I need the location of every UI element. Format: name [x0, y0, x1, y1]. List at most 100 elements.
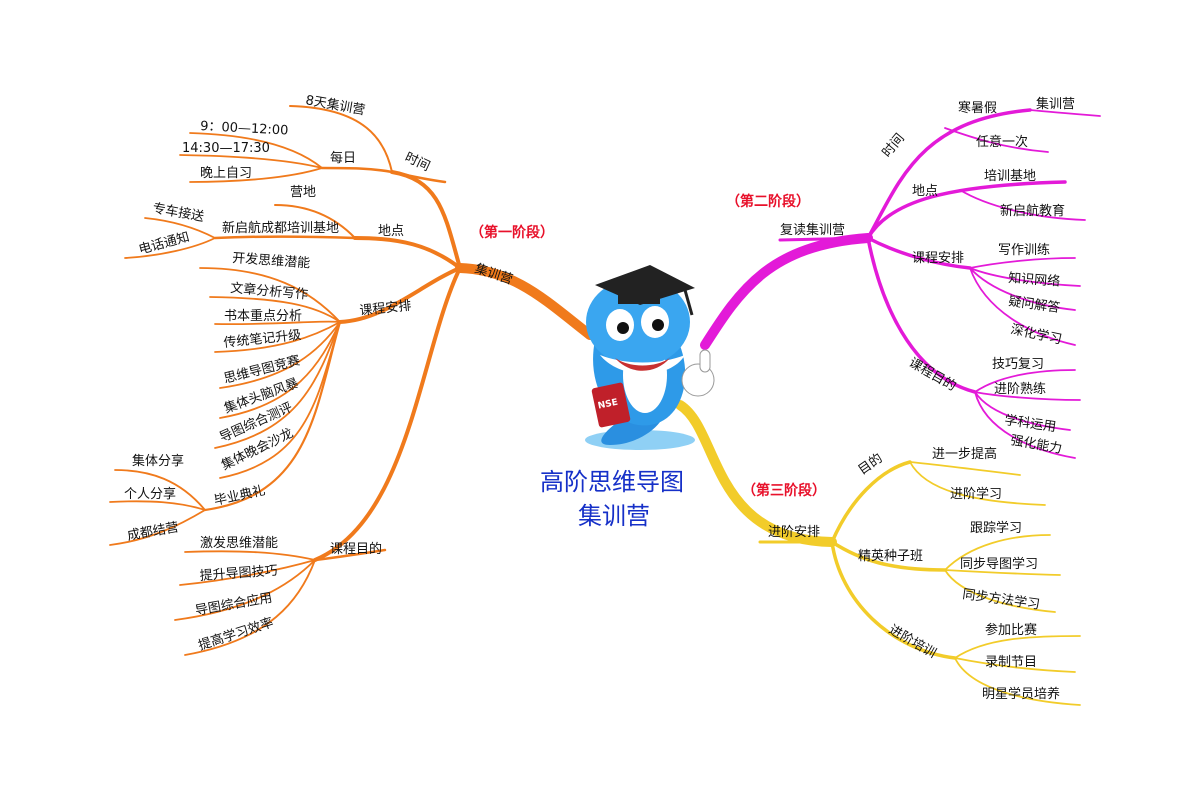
- b1-goal-2: 导图综合应用: [194, 590, 274, 619]
- twig2-d4: [969, 267, 1076, 346]
- branch-course: [338, 266, 462, 324]
- twig3-e: [944, 569, 1056, 613]
- underline-goal: [313, 548, 387, 562]
- b2-time-label: 时间: [880, 131, 908, 161]
- b2-goal-2: 学科运用: [1003, 412, 1057, 435]
- twig3-d: [944, 569, 1061, 576]
- b2-time-a: 寒暑假: [958, 100, 997, 116]
- twig3-b: [909, 461, 1046, 506]
- twig2-d2: [969, 267, 1081, 287]
- b2-course-0: 写作训练: [998, 243, 1050, 258]
- leaf-t1: [189, 132, 323, 169]
- dolphin-head: [586, 278, 690, 366]
- main-branch-stage3: [675, 400, 837, 547]
- b2-time-a2: 集训营: [1036, 96, 1075, 112]
- stage3-label: （第三阶段）: [742, 482, 826, 499]
- b1-goal-1: 提升导图技巧: [199, 563, 278, 584]
- stage1-label: （第一阶段）: [470, 224, 554, 241]
- b1-goal-3: 提高学习效率: [196, 614, 275, 653]
- leaf-pickup: [144, 217, 216, 239]
- b2-place-a: 培训基地: [984, 168, 1036, 184]
- b3-goal-0: 进一步提高: [932, 446, 997, 462]
- magenta-branches: [700, 108, 1101, 459]
- cap-tassel: [683, 289, 694, 316]
- b1-course-8: 毕业典礼: [213, 482, 267, 508]
- dolphin-pupil-left: [617, 322, 629, 334]
- twig3-a: [909, 461, 1021, 476]
- twig-c4: [214, 321, 341, 353]
- branch-time: [390, 170, 462, 270]
- b1-camp: 营地: [290, 185, 316, 200]
- stage2-label: （第二阶段）: [726, 193, 810, 210]
- twig3-f: [954, 635, 1081, 659]
- leaf-g3: [109, 509, 206, 546]
- twig-c5: [219, 321, 341, 389]
- dolphin-mouth: [615, 358, 670, 371]
- thumb: [699, 349, 711, 373]
- main-branch-stage2: [700, 233, 873, 350]
- twig-o2: [179, 559, 316, 586]
- b1-daily: 每日: [330, 150, 356, 166]
- twig2-e3: [974, 391, 1071, 431]
- yellow-branches: [675, 400, 1081, 706]
- dolphin-pupil-right: [652, 319, 664, 331]
- twig2-d1: [969, 257, 1076, 269]
- twig3-h: [954, 657, 1081, 706]
- b3-elite-label: 精英种子班: [858, 549, 923, 564]
- b1-grad-0: 集体分享: [132, 453, 184, 469]
- branch3-elite: [830, 540, 947, 572]
- b2-course-1: 知识网络: [1008, 270, 1061, 290]
- branch-place: [353, 236, 462, 270]
- twig-camp: [274, 204, 356, 239]
- b2-goal-1: 进阶熟练: [994, 381, 1046, 397]
- b1-base: 新启航成都培训基地: [222, 220, 339, 236]
- book-badge-text: NSE: [597, 398, 619, 412]
- twig-c6: [219, 321, 341, 419]
- b2-goal-0: 技巧复习: [992, 357, 1044, 372]
- underline-time: [390, 170, 447, 184]
- b2-place-b: 新启航教育: [1000, 203, 1065, 219]
- b2-goal-label: 课程目的: [906, 355, 959, 395]
- cap-base: [618, 290, 660, 304]
- orange-branches: [109, 105, 595, 656]
- branch2-time: [866, 108, 1032, 240]
- b1-t3: 晚上自习: [200, 166, 252, 181]
- twig2-d3: [969, 267, 1076, 311]
- dolphin-tail: [601, 420, 660, 445]
- branch-goal: [313, 266, 462, 562]
- b1-course-0: 开发思维潜能: [232, 250, 311, 271]
- b2-course-label: 课程安排: [912, 251, 964, 266]
- b3-train-0: 参加比赛: [985, 622, 1037, 638]
- b1-goal-0: 激发思维潜能: [200, 535, 278, 551]
- b1-time-label: 时间: [402, 150, 432, 175]
- b1-days: 8天集训营: [304, 92, 366, 118]
- leaf-t2: [179, 154, 323, 169]
- leaf-g2: [109, 500, 206, 511]
- b1-place-label: 地点: [378, 224, 404, 239]
- twig-o3: [174, 559, 316, 621]
- b3-elite-0: 跟踪学习: [970, 520, 1022, 536]
- b1-course-label: 课程安排: [359, 299, 412, 319]
- b1-grad-2: 成都结营: [126, 520, 180, 544]
- b2-main-label: 复读集训营: [780, 222, 845, 238]
- twig-days: [289, 105, 393, 173]
- b3-elite-2: 同步方法学习: [961, 586, 1040, 613]
- twig2-b: [944, 127, 1049, 153]
- b3-train-label: 进阶培训: [886, 622, 939, 662]
- central-topic: 高阶思维导图 集训营: [540, 468, 684, 530]
- stage3-labels: 进阶安排 目的 进一步提高 进阶学习 精英种子班 跟踪学习 同步导图学习 同步方…: [768, 446, 1060, 702]
- b1-course-2: 书本重点分析: [224, 308, 302, 324]
- dolphin-snout: [600, 355, 685, 374]
- b1-t1: 9：00—12:00: [200, 119, 289, 139]
- center-line2: 集训营: [578, 502, 650, 530]
- twig2-e1: [974, 369, 1076, 393]
- twig-o4: [184, 559, 316, 656]
- twig-base: [213, 235, 357, 240]
- underline-fudu: [778, 236, 870, 242]
- twig-c9: [203, 320, 342, 512]
- b2-course-2: 疑问解答: [1007, 293, 1061, 316]
- b3-goal-label: 目的: [855, 450, 885, 478]
- b3-goal-1: 进阶学习: [950, 486, 1002, 502]
- twig3-g: [954, 657, 1076, 673]
